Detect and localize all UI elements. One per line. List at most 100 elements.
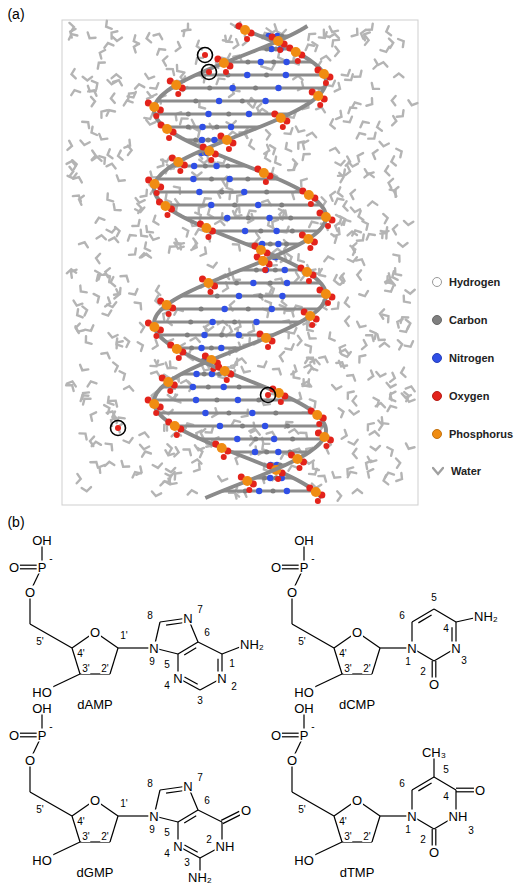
carbon-atom [273,268,278,273]
locant-number: 2 [230,682,238,692]
locant-number: 4 [442,624,450,634]
atom-label: HO [31,686,53,699]
bond [198,642,222,654]
water-molecule [334,228,340,236]
carbon-atom [203,164,208,169]
water-molecule [124,386,133,391]
water-molecule [342,430,347,439]
water-molecule [191,337,200,341]
water-molecule [147,92,156,97]
water-molecule [301,179,307,187]
water-molecule [310,399,316,407]
water-molecule [394,187,399,196]
water-molecule [285,344,293,350]
bond [184,677,197,684]
locant-number: 4' [76,649,85,659]
water-molecule [406,319,411,328]
water-molecule [298,336,302,345]
water-molecule [382,417,389,424]
water-molecule [347,375,355,381]
water-molecule [342,220,351,225]
nitrogen-atom [275,449,281,455]
locant-number: 6 [398,611,406,621]
water-molecule [67,269,76,273]
locant-number: 3' [81,832,90,842]
carbon-atom [234,281,239,286]
water-molecule [80,286,86,293]
water-molecule [367,234,375,240]
atom-label: O [8,561,20,574]
locant-number: 1 [404,657,412,667]
carbon-atom [199,307,204,312]
water-molecule [192,173,201,177]
atom-label: HO [293,686,315,699]
water-molecule [270,145,275,154]
oxygen-atom [244,36,250,42]
water-molecule [167,444,171,453]
base-pair [162,308,319,311]
water-molecule [357,133,366,138]
nitrogen-atom [271,436,277,442]
water-molecule [128,93,135,99]
water-molecule [336,111,342,119]
molecule-name: dCMP [338,698,376,711]
atom-label: P [37,561,48,574]
bond [418,783,431,791]
water-molecule [106,444,113,451]
water-molecule [128,146,132,155]
water-molecule [312,42,317,51]
water-molecule [264,145,269,154]
water-molecule [280,352,284,361]
oxygen-atom [263,179,269,185]
base-pair [232,451,310,454]
water-molecule [286,143,292,151]
phosphorus-atom [321,212,331,222]
water-molecule [98,62,105,68]
water-molecule [296,127,305,132]
water-molecule [215,221,224,225]
water-molecule [332,385,341,389]
nitrogen-atom [283,72,289,78]
water-molecule [145,242,150,250]
carbon-atom [214,398,219,403]
oxygen-atom [308,201,314,207]
atom-label: N [172,672,183,685]
bond [223,815,241,824]
phosphorus-atom [321,289,331,299]
water-molecule [298,254,304,262]
water-molecule [121,276,129,282]
nitrogen-atom [213,163,219,169]
water-molecule [180,118,188,124]
water-molecule [198,448,203,457]
water-molecule [120,371,125,380]
atom-label: N [450,642,461,655]
legend-swatch [432,465,444,477]
water-molecule [199,206,205,213]
phosphorus-atom [261,333,271,343]
water-molecule [79,242,88,247]
nitrogen-atom [275,85,281,91]
water-molecule [397,110,404,117]
water-molecule [398,340,402,349]
water-molecule [295,272,299,281]
water-molecule [194,128,199,136]
legend-item: Water [432,464,481,478]
locant-number: 8 [146,611,154,621]
locant-number: 3 [196,696,204,706]
atom-label: O [286,586,298,599]
terminal-atom [206,69,212,75]
phosphorus-atom [256,245,266,255]
base-pair [200,438,323,441]
legend-text: Phosphorus [449,428,513,440]
base-pair [164,204,321,207]
bond [110,816,118,842]
atom-label: NH₂ [187,871,213,884]
water-molecule [366,24,373,30]
water-molecule [146,120,155,125]
phosphorus-atom [276,113,286,123]
water-molecule [154,34,163,39]
atom-label: O [351,794,363,807]
nitrogen-atom [266,215,272,221]
nitrogen-atom [235,397,241,403]
water-molecule [100,50,105,59]
